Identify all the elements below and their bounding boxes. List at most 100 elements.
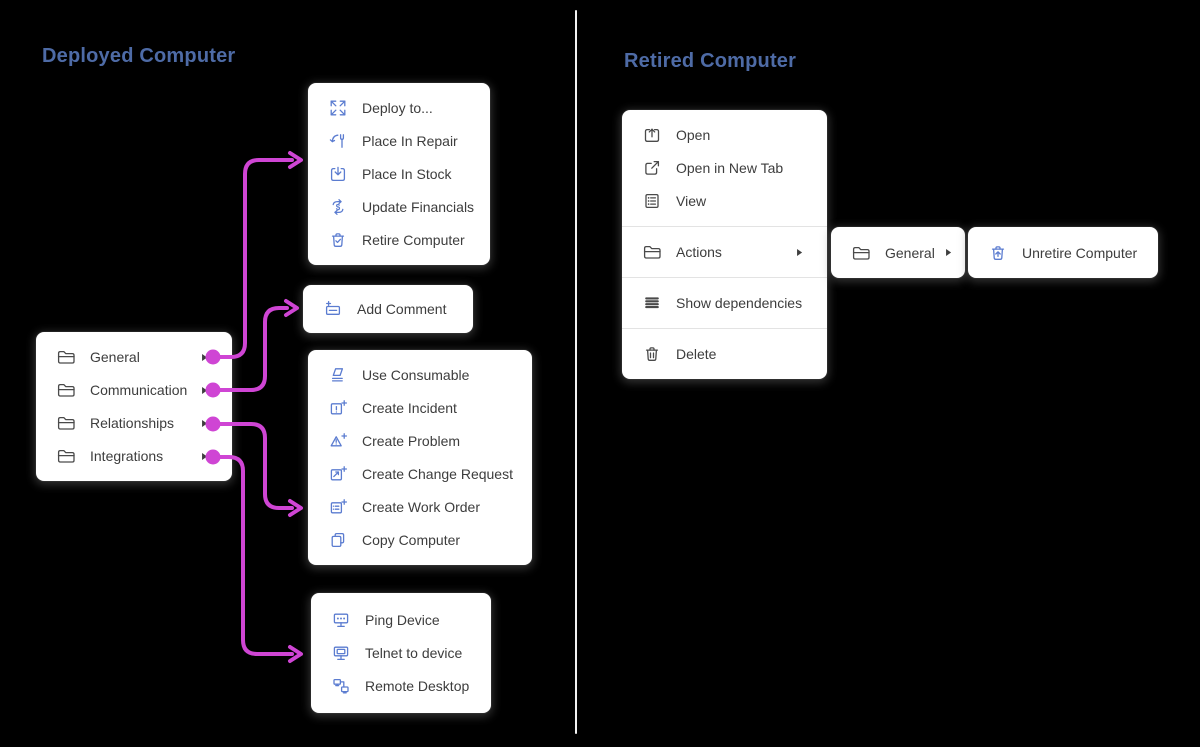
menu-item-label: Actions [676, 244, 722, 260]
chevron-right-icon [201, 419, 208, 428]
menu-item-label: Relationships [90, 415, 175, 431]
menu-group: Delete [622, 328, 827, 379]
open-new-tab-icon [642, 158, 662, 178]
change-request-icon [328, 464, 348, 484]
work-order-icon [328, 497, 348, 517]
menu-item-telnet-to-device[interactable]: Telnet to device [311, 637, 491, 670]
menu-item-place-in-repair[interactable]: Place In Repair [308, 125, 490, 158]
folder-icon [642, 242, 662, 262]
chevron-right-icon [201, 353, 208, 362]
menu-item-general[interactable]: General [36, 341, 232, 374]
retire-icon [328, 230, 348, 250]
connector-general-to-submenu [211, 158, 294, 359]
menu-item-open[interactable]: Open [622, 119, 827, 152]
menu-item-use-consumable[interactable]: Use Consumable [308, 359, 532, 392]
menu-item-label: Ping Device [365, 612, 440, 628]
menu-item-relationships[interactable]: Relationships [36, 407, 232, 440]
menu-item-label: General [885, 244, 935, 261]
chevron-right-icon [796, 248, 803, 257]
add-comment-icon [323, 299, 343, 319]
folder-icon [56, 413, 76, 433]
menu-item-label: Update Financials [362, 199, 475, 215]
menu-item-add-comment[interactable]: Add Comment [303, 293, 473, 326]
menu-item-label: Telnet to device [365, 645, 463, 661]
menu-item-label: Create Change Request [362, 466, 513, 482]
menu-item-create-incident[interactable]: Create Incident [308, 392, 532, 425]
telnet-icon [331, 643, 351, 663]
menu-item-label: Place In Repair [362, 133, 458, 149]
retired-computer-title: Retired Computer [624, 50, 797, 72]
menu-item-label: Place In Stock [362, 166, 452, 182]
menu-item-open-in-new-tab[interactable]: Open in New Tab [622, 152, 827, 185]
remote-desktop-icon [331, 676, 351, 696]
menu-item-label: Show dependencies [676, 295, 803, 311]
menu-item-unretire-computer[interactable]: Unretire Computer [968, 236, 1158, 269]
menu-item-actions[interactable]: Actions [622, 236, 827, 269]
retired-general-submenu: Unretire Computer [968, 227, 1158, 278]
menu-item-label: Use Consumable [362, 367, 470, 383]
menu-item-retire-computer[interactable]: Retire Computer [308, 224, 490, 257]
menu-item-place-in-stock[interactable]: Place In Stock [308, 158, 490, 191]
unretire-icon [988, 243, 1008, 263]
stock-icon [328, 164, 348, 184]
connector-integrations-to-submenu [211, 455, 294, 656]
menu-item-integrations[interactable]: Integrations [36, 440, 232, 473]
menu-group: Actions [622, 226, 827, 277]
menu-item-delete[interactable]: Delete [622, 338, 827, 371]
chevron-right-icon [201, 452, 208, 461]
menu-group: Show dependencies [622, 277, 827, 328]
menu-item-label: General [90, 349, 140, 365]
financials-icon: $ [328, 197, 348, 217]
folder-icon [851, 243, 871, 263]
menu-item-label: Create Problem [362, 433, 461, 449]
show-dependencies-icon [642, 293, 662, 313]
menu-item-update-financials[interactable]: $ Update Financials [308, 191, 490, 224]
section-divider [575, 10, 577, 734]
folder-icon [56, 446, 76, 466]
copy-icon [328, 530, 348, 550]
view-icon [642, 191, 662, 211]
menu-item-label: Deploy to... [362, 100, 433, 116]
deployed-computer-title: Deployed Computer [42, 45, 236, 67]
menu-item-create-change-request[interactable]: Create Change Request [308, 458, 532, 491]
folder-icon [56, 347, 76, 367]
menu-item-ping-device[interactable]: Ping Device [311, 604, 491, 637]
menu-item-create-work-order[interactable]: Create Work Order [308, 491, 532, 524]
menu-item-label: Integrations [90, 448, 164, 464]
menu-item-general[interactable]: General [831, 236, 965, 269]
menu-item-label: Add Comment [357, 301, 447, 317]
menu-item-remote-desktop[interactable]: Remote Desktop [311, 670, 491, 703]
menu-item-label: Delete [676, 346, 717, 362]
deploy-icon [328, 98, 348, 118]
ping-icon [331, 610, 351, 630]
menu-item-label: View [676, 193, 707, 209]
menu-item-label: Open in New Tab [676, 160, 784, 176]
menu-item-label: Open [676, 127, 711, 143]
menu-item-label: Copy Computer [362, 532, 461, 548]
menu-item-create-problem[interactable]: Create Problem [308, 425, 532, 458]
menu-item-deploy-to[interactable]: Deploy to... [308, 92, 490, 125]
open-icon [642, 125, 662, 145]
repair-icon [328, 131, 348, 151]
chevron-right-icon [945, 248, 952, 257]
menu-item-label: Create Incident [362, 400, 457, 416]
arrowhead-icon [288, 499, 303, 517]
arrowhead-icon [284, 299, 299, 317]
incident-icon [328, 398, 348, 418]
menu-item-communication[interactable]: Communication [36, 374, 232, 407]
consumable-icon [328, 365, 348, 385]
problem-icon [328, 431, 348, 451]
menu-item-label: Unretire Computer [1022, 244, 1138, 261]
svg-text:$: $ [336, 203, 341, 212]
menu-item-view[interactable]: View [622, 185, 827, 218]
menu-item-copy-computer[interactable]: Copy Computer [308, 524, 532, 557]
menu-item-show-dependencies[interactable]: Show dependencies [622, 287, 827, 320]
chevron-right-icon [201, 386, 208, 395]
arrowhead-icon [288, 645, 303, 663]
